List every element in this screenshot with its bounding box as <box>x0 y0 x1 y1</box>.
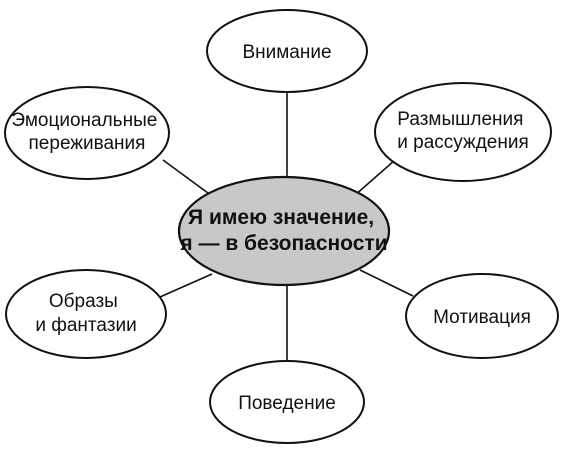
node-behavior-line-1: Поведение <box>238 393 336 414</box>
connectors <box>159 92 414 362</box>
node-emotions-line-1: Эмоциональные <box>11 110 157 131</box>
node-behavior: Поведение <box>209 360 365 444</box>
node-images-line-1: Образы <box>49 291 118 312</box>
connector-emotions <box>162 159 213 197</box>
node-reflection-shape <box>374 82 552 182</box>
node-motivation-line-1: Мотивация <box>433 307 531 328</box>
center-node: Я имею значение, я — в безопасности <box>177 175 391 287</box>
node-reflection: Размышления и рассуждения <box>374 82 552 182</box>
node-motivation-shape <box>405 273 559 359</box>
node-behavior-label: Поведение <box>238 393 336 414</box>
node-attention-line-1: Внимание <box>242 42 331 63</box>
node-attention-label: Внимание <box>242 42 331 63</box>
node-reflection-label: Размышления и рассуждения <box>397 109 529 153</box>
center-node-line-2: я — в безопасности <box>179 232 387 255</box>
connector-images <box>159 273 213 298</box>
node-emotions-shape <box>4 86 170 180</box>
node-emotions-label: Эмоциональные переживания <box>11 110 162 154</box>
node-images-line-2: и фантазии <box>35 315 136 336</box>
node-attention-shape <box>206 9 368 93</box>
node-reflection-line-1: Размышления <box>397 109 523 130</box>
node-images: Образы и фантазии <box>5 269 167 359</box>
node-attention: Внимание <box>206 9 368 93</box>
connector-motivation <box>359 269 414 297</box>
node-motivation-label: Мотивация <box>433 307 531 328</box>
node-emotions: Эмоциональные переживания <box>4 86 170 180</box>
connector-reflection <box>353 159 396 197</box>
node-reflection-line-2: и рассуждения <box>397 132 529 153</box>
center-node-line-1: Я имею значение, <box>188 206 374 229</box>
node-motivation: Мотивация <box>405 273 559 359</box>
node-images-shape <box>5 269 167 359</box>
center-node-shape <box>177 175 391 287</box>
center-node-label: Я имею значение, я — в безопасности <box>179 206 387 255</box>
node-behavior-shape <box>209 360 365 444</box>
node-emotions-line-2: переживания <box>29 133 146 154</box>
node-images-label: Образы и фантазии <box>35 291 136 336</box>
